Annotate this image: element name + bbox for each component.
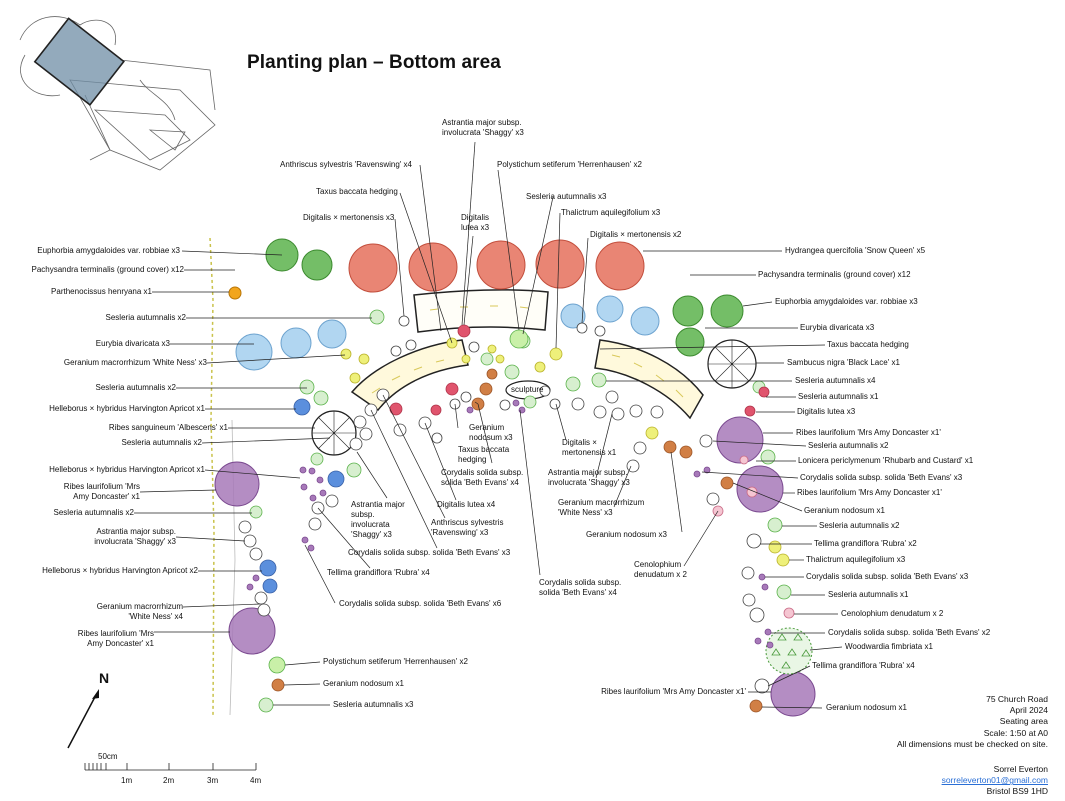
plant-label: Polystichum setiferum 'Herrenhausen' x2 bbox=[497, 160, 642, 169]
plant-label: Digitalis × mertonensis x1 bbox=[562, 438, 617, 457]
plant-label: Lonicera periclymenum 'Rhubarb and Custa… bbox=[798, 456, 974, 465]
plant-label: Tellima grandiflora 'Rubra' x2 bbox=[814, 539, 917, 548]
address: 75 Church Road bbox=[986, 694, 1048, 704]
north-label: N bbox=[99, 670, 110, 686]
plant-label: Anthriscus sylvestris 'Ravenswing' x3 bbox=[431, 518, 504, 537]
plant-label: Geranium nodosum x1 bbox=[323, 679, 404, 688]
plant-label: Thalictrum aquilegifolium x3 bbox=[561, 208, 661, 217]
scale-note: Scale: 1:50 at A0 bbox=[983, 727, 1048, 738]
scale-bar bbox=[84, 763, 257, 771]
plant-label: Corydalis solida subsp. solida 'Beth Eva… bbox=[441, 468, 524, 487]
plant-label: Tellima grandiflora 'Rubra' x4 bbox=[812, 661, 915, 670]
plant-label: Ribes laurifolium 'Mrs Amy Doncaster' x1 bbox=[63, 482, 140, 501]
plant-label: Woodwardia fimbriata x1 bbox=[845, 642, 933, 651]
plant-label: Geranium macrorrhizum 'White Ness' x3 bbox=[558, 498, 645, 517]
plant-label: Pachysandra terminalis (ground cover) x1… bbox=[31, 265, 184, 274]
designer-email-link[interactable]: sorreleverton01@gmail.com bbox=[941, 775, 1048, 786]
parthenocissus-dot bbox=[228, 286, 242, 300]
plant-label: Geranium nodosum x1 bbox=[826, 703, 907, 712]
plant-label: Geranium nodosum x3 bbox=[586, 530, 667, 539]
plant-label: Parthenocissus henryana x1 bbox=[51, 287, 152, 296]
designer-name: Sorrel Everton bbox=[993, 764, 1048, 774]
scale-label-3m: 3m bbox=[207, 776, 219, 785]
plant-label: Sesleria autumnalis x1 bbox=[828, 590, 909, 599]
plant-label: Digitalis lutea x3 bbox=[461, 213, 490, 232]
plant-label: Corydalis solida subsp. solida 'Beth Eva… bbox=[828, 628, 991, 637]
plant-label: Ribes laurifolium 'Mrs Amy Doncaster x1' bbox=[601, 687, 746, 696]
plant-label: Euphorbia amygdaloides var. robbiae x3 bbox=[775, 297, 918, 306]
plant-label: Sesleria autumnalis x1 bbox=[798, 392, 879, 401]
date: April 2024 bbox=[1009, 705, 1048, 716]
plant-label: Astrantia major subsp. involucrata 'Shag… bbox=[94, 527, 176, 546]
plant-label: Geranium nodosum x3 bbox=[469, 423, 513, 442]
project-info: 75 Church Road April 2024 Seating area S… bbox=[828, 694, 1048, 750]
plant-label: Astrantia major subsp. involucrata 'Shag… bbox=[548, 468, 630, 487]
plant-label: Ribes laurifolium 'Mrs Amy Doncaster' x1 bbox=[77, 629, 154, 648]
plant-label: Sesleria autumnalis x3 bbox=[526, 192, 607, 201]
plant-label: Sesleria autumnalis x2 bbox=[53, 508, 134, 517]
plant-label: Helleborus × hybridus Harvington Apricot… bbox=[49, 404, 205, 413]
scale-small-label: 50cm bbox=[98, 752, 118, 761]
plant-label: Digitalis × mertonensis x3 bbox=[303, 213, 395, 222]
sculpture-label: sculpture bbox=[511, 385, 544, 394]
plant-label: Ribes sanguineum 'Albescens' x1 bbox=[108, 423, 228, 432]
plant-label: Corydalis solida subsp. solida 'Beth Eva… bbox=[800, 473, 963, 482]
plant-label: Sesleria autumnalis x2 bbox=[808, 441, 889, 450]
plant-label: Geranium macrorrhizum 'White Ness' x4 bbox=[96, 602, 183, 621]
scale-label-2m: 2m bbox=[163, 776, 175, 785]
plant-label: Sesleria autumnalis x2 bbox=[95, 383, 176, 392]
plant-label: Digitalis lutea x3 bbox=[797, 407, 856, 416]
plant-label: Ribes laurifolium 'Mrs Amy Doncaster x1' bbox=[797, 488, 942, 497]
plant-label: Astrantia major subsp. involucrata 'Shag… bbox=[351, 500, 405, 539]
plant-label: Thalictrum aquilegifolium x3 bbox=[806, 555, 906, 564]
plant-label: Hydrangea quercifolia 'Snow Queen' x5 bbox=[785, 246, 926, 255]
plant-label: Sesleria autumnalis x2 bbox=[105, 313, 186, 322]
scale-label-4m: 4m bbox=[250, 776, 262, 785]
site-location-sketch bbox=[19, 16, 216, 171]
north-arrow bbox=[67, 689, 99, 749]
plant-label: Digitalis × mertonensis x2 bbox=[590, 230, 682, 239]
plant-label: Helleborus × hybridus Harvington Apricot… bbox=[49, 465, 205, 474]
page-title: Planting plan – Bottom area bbox=[247, 52, 501, 73]
plant-label: Corydalis solida subsp. solida 'Beth Eva… bbox=[339, 599, 502, 608]
plant-label: Tellima grandiflora 'Rubra' x4 bbox=[327, 568, 430, 577]
plant-label: Helleborus × hybridus Harvington Apricot… bbox=[42, 566, 198, 575]
left-curved-hedge bbox=[350, 339, 469, 412]
plant-label: Anthriscus sylvestris 'Ravenswing' x4 bbox=[280, 160, 412, 169]
plant-label: Corydalis solida subsp. solida 'Beth Eva… bbox=[806, 572, 969, 581]
scale-label-1m: 1m bbox=[121, 776, 133, 785]
designer-info: Sorrel Everton sorreleverton01@gmail.com… bbox=[828, 764, 1048, 798]
area-name: Seating area bbox=[999, 716, 1048, 727]
plant-label: Digitalis lutea x4 bbox=[437, 500, 496, 509]
site-highlight-box bbox=[33, 17, 125, 106]
leader-lines bbox=[134, 141, 843, 709]
plant-label: Geranium macrorrhizum 'White Ness' x3 bbox=[63, 358, 207, 367]
plant-label: Sesleria autumnalis x3 bbox=[333, 700, 414, 709]
plant-label: Ribes laurifolium 'Mrs Amy Doncaster x1' bbox=[796, 428, 941, 437]
plant-label: Pachysandra terminalis (ground cover) x1… bbox=[758, 270, 911, 279]
plant-label: Corydalis solida subsp. solida 'Beth Eva… bbox=[348, 548, 511, 557]
plant-label: Polystichum setiferum 'Herrenhausen' x2 bbox=[323, 657, 468, 666]
plant-label: Eurybia divaricata x3 bbox=[95, 339, 170, 348]
plant-label: Taxus baccata hedging bbox=[316, 187, 398, 196]
plant-label: Cenolophium denudatum x 2 bbox=[841, 609, 944, 618]
plant-label: Astrantia major subsp. involucrata 'Shag… bbox=[442, 118, 524, 137]
dimension-note: All dimensions must be checked on site. bbox=[896, 738, 1048, 749]
plant-label: Sesleria autumnalis x2 bbox=[121, 438, 202, 447]
plant-label: Taxus baccata hedging bbox=[827, 340, 909, 349]
plant-label: Corydalis solida subsp. solida 'Beth Eva… bbox=[539, 578, 622, 597]
hydrangea-group bbox=[348, 239, 645, 293]
plant-label: Sambucus nigra 'Black Lace' x1 bbox=[787, 358, 900, 367]
right-curved-hedge bbox=[594, 339, 704, 420]
plant-label: Eurybia divaricata x3 bbox=[800, 323, 875, 332]
plant-label: Cenolophium denudatum x 2 bbox=[634, 560, 687, 579]
plant-label: Sesleria autumnalis x4 bbox=[795, 376, 876, 385]
plant-label: Geranium nodosum x1 bbox=[804, 506, 885, 515]
plant-label: Euphorbia amygdaloides var. robbiae x3 bbox=[37, 246, 180, 255]
designer-city: Bristol BS9 1HD bbox=[986, 786, 1048, 797]
plant-label: Sesleria autumnalis x2 bbox=[819, 521, 900, 530]
plant-label: Taxus baccata hedging bbox=[458, 445, 510, 464]
